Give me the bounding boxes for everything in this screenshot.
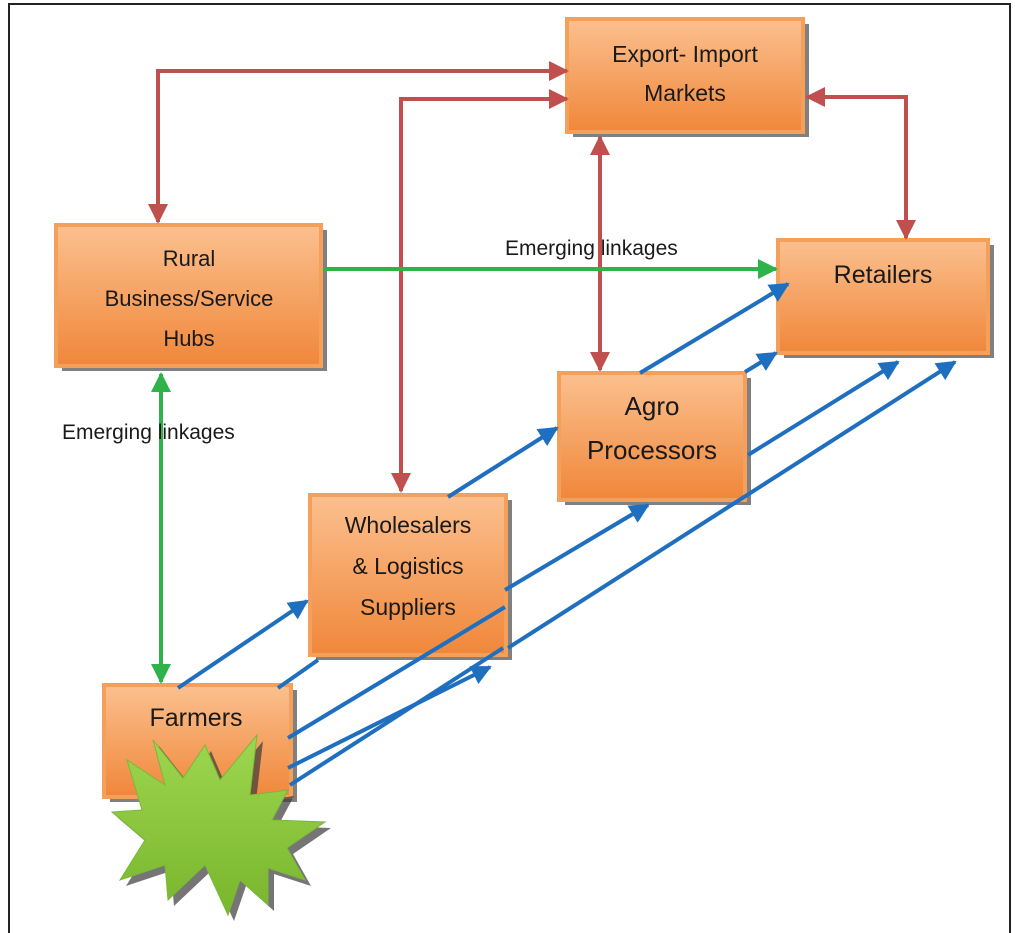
blue-link-farmers-to-agro bbox=[276, 658, 320, 690]
red-link-export-to-retailers bbox=[805, 87, 916, 240]
blue-link-agro-to-retailers bbox=[638, 282, 790, 375]
blue-link-farmers-to-retailers-a bbox=[286, 605, 507, 740]
red-links bbox=[148, 61, 916, 493]
blue-link-farmers-lowest bbox=[287, 665, 492, 770]
blue-link-wholesalers-to-retailers bbox=[746, 360, 900, 457]
node-farmers: Farmers bbox=[102, 683, 297, 802]
node-retailers: Retailers bbox=[776, 238, 994, 358]
node-agro-processors-line-2: Processors bbox=[587, 435, 717, 465]
edge-label-emerging-linkages-left: Emerging linkages bbox=[62, 421, 235, 444]
node-retailers-label: Retailers bbox=[834, 261, 933, 289]
node-wholesalers-line-2: & Logistics bbox=[352, 553, 463, 579]
node-export-import-markets: Export- Import Markets bbox=[565, 17, 809, 137]
node-wholesalers-line-3: Suppliers bbox=[360, 594, 456, 620]
red-link-export-to-wholesalers bbox=[391, 89, 569, 493]
node-wholesalers: Wholesalers & Logistics Suppliers bbox=[308, 493, 512, 660]
blue-link-mid-to-retailers bbox=[506, 360, 957, 650]
blue-link-farmers-long-to-retailers bbox=[288, 646, 505, 787]
node-rural-hubs-line-3: Hubs bbox=[163, 326, 214, 351]
node-export-import-line-2: Markets bbox=[644, 80, 726, 106]
blue-link-farmers-to-wholesalers bbox=[176, 599, 309, 690]
red-link-export-to-hubs bbox=[148, 61, 569, 224]
blue-link-farmers-to-agro-2 bbox=[503, 503, 650, 592]
node-export-import-line-1: Export- Import bbox=[612, 41, 758, 67]
node-rural-hubs-line-2: Business/Service bbox=[105, 286, 274, 311]
node-wholesalers-line-1: Wholesalers bbox=[345, 512, 472, 538]
starburst-shape bbox=[110, 733, 331, 921]
green-links bbox=[151, 259, 778, 684]
node-rural-hubs: Rural Business/Service Hubs bbox=[54, 223, 327, 371]
blue-link-agro-to-retailers-2 bbox=[743, 351, 778, 374]
edge-label-emerging-linkages-top: Emerging linkages bbox=[505, 237, 678, 260]
node-rural-hubs-line-1: Rural bbox=[163, 246, 216, 271]
blue-links bbox=[176, 282, 957, 787]
node-agro-processors-line-1: Agro bbox=[625, 391, 680, 421]
node-farmers-label: Farmers bbox=[149, 704, 242, 732]
blue-link-wholesalers-to-agro bbox=[446, 426, 559, 499]
node-agro-processors: Agro Processors bbox=[557, 371, 751, 505]
